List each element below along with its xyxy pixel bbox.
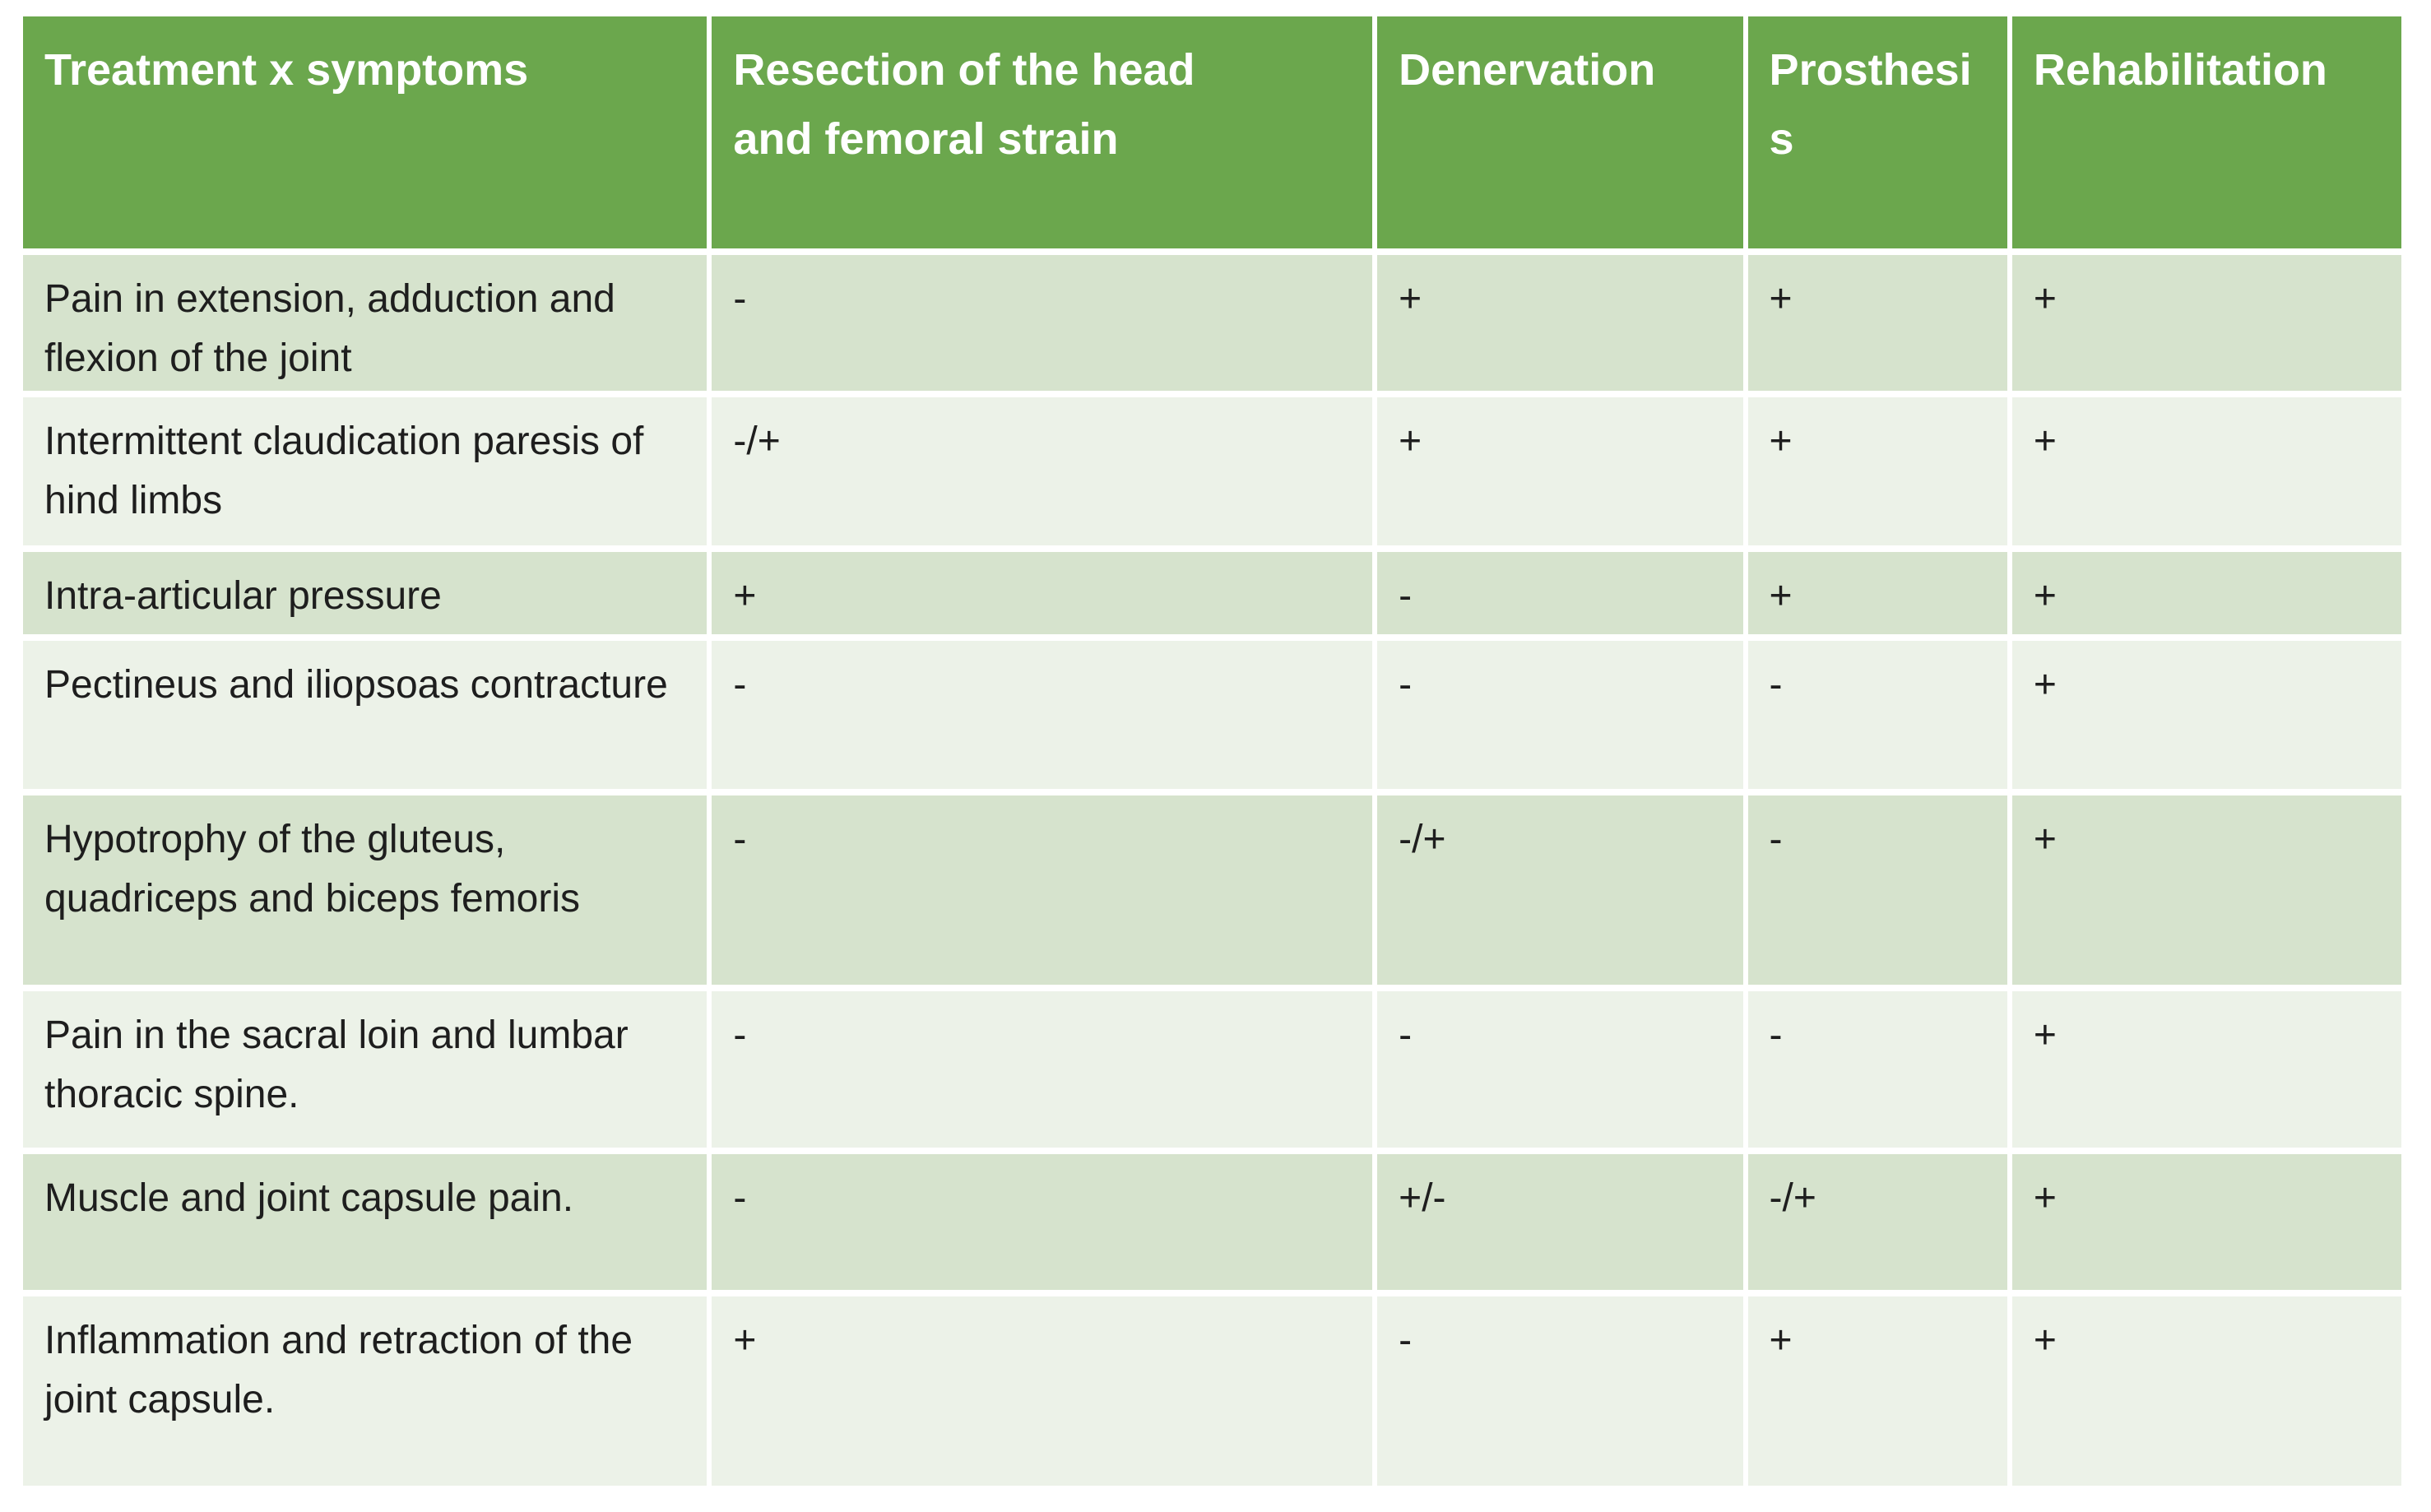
value-cell: -/+: [1747, 1154, 2007, 1290]
value-cell: -: [1377, 552, 1743, 634]
value-cell: -: [1747, 795, 2007, 985]
symptom-cell: Pain in the sacral loin and lumbar thora…: [23, 991, 707, 1148]
value-cell: +: [2011, 1296, 2401, 1486]
table-row: Pain in extension, adduction and flexion…: [23, 255, 2401, 391]
value-cell: +: [1747, 552, 2007, 634]
symptom-cell: Pain in extension, adduction and flexion…: [23, 255, 707, 391]
value-cell: +/-: [1377, 1154, 1743, 1290]
value-cell: -: [1747, 991, 2007, 1148]
table-row: Pain in the sacral loin and lumbar thora…: [23, 991, 2401, 1148]
value-cell: +: [712, 552, 1373, 634]
symptom-cell: Muscle and joint capsule pain.: [23, 1154, 707, 1290]
table-header-row: Treatment x symptoms Resection of the he…: [23, 16, 2401, 248]
value-cell: -: [712, 991, 1373, 1148]
value-cell: -: [1377, 1296, 1743, 1486]
col-header-denervation: Denervation: [1377, 16, 1743, 248]
table-row: Intermittent claudication paresis of hin…: [23, 397, 2401, 545]
table-row: Muscle and joint capsule pain.-+/--/++: [23, 1154, 2401, 1290]
value-cell: -: [712, 1154, 1373, 1290]
value-cell: -/+: [712, 397, 1373, 545]
value-cell: +: [1747, 255, 2007, 391]
col-header-resection: Resection of the head and femoral strain: [712, 16, 1373, 248]
col-header-treatment-x-symptoms: Treatment x symptoms: [23, 16, 707, 248]
col-header-prosthesis: Prosthesis: [1747, 16, 2007, 248]
value-cell: +: [2011, 641, 2401, 789]
value-cell: -: [712, 795, 1373, 985]
value-cell: -: [1377, 641, 1743, 789]
table-row: Intra-articular pressure+-++: [23, 552, 2401, 634]
symptom-cell: Pectineus and iliopsoas contracture: [23, 641, 707, 789]
value-cell: -/+: [1377, 795, 1743, 985]
table-row: Inflammation and retraction of the joint…: [23, 1296, 2401, 1486]
value-cell: +: [712, 1296, 1373, 1486]
value-cell: +: [2011, 795, 2401, 985]
value-cell: +: [1747, 1296, 2007, 1486]
symptom-cell: Inflammation and retraction of the joint…: [23, 1296, 707, 1486]
value-cell: +: [2011, 991, 2401, 1148]
value-cell: +: [1747, 397, 2007, 545]
value-cell: -: [712, 255, 1373, 391]
col-header-resection-label: Resection of the head and femoral strain: [733, 45, 1195, 164]
value-cell: -: [1377, 991, 1743, 1148]
value-cell: +: [1377, 255, 1743, 391]
col-header-rehabilitation: Rehabilitation: [2011, 16, 2401, 248]
symptom-cell: Intra-articular pressure: [23, 552, 707, 634]
value-cell: +: [2011, 255, 2401, 391]
value-cell: +: [2011, 1154, 2401, 1290]
treatment-symptoms-table: Treatment x symptoms Resection of the he…: [18, 10, 2406, 1492]
table-body: Pain in extension, adduction and flexion…: [23, 255, 2401, 1486]
value-cell: +: [2011, 552, 2401, 634]
table-row: Hypotrophy of the gluteus, quadriceps an…: [23, 795, 2401, 985]
symptom-cell: Hypotrophy of the gluteus, quadriceps an…: [23, 795, 707, 985]
value-cell: -: [1747, 641, 2007, 789]
table-row: Pectineus and iliopsoas contracture---+: [23, 641, 2401, 789]
value-cell: +: [2011, 397, 2401, 545]
symptom-cell: Intermittent claudication paresis of hin…: [23, 397, 707, 545]
value-cell: +: [1377, 397, 1743, 545]
value-cell: -: [712, 641, 1373, 789]
